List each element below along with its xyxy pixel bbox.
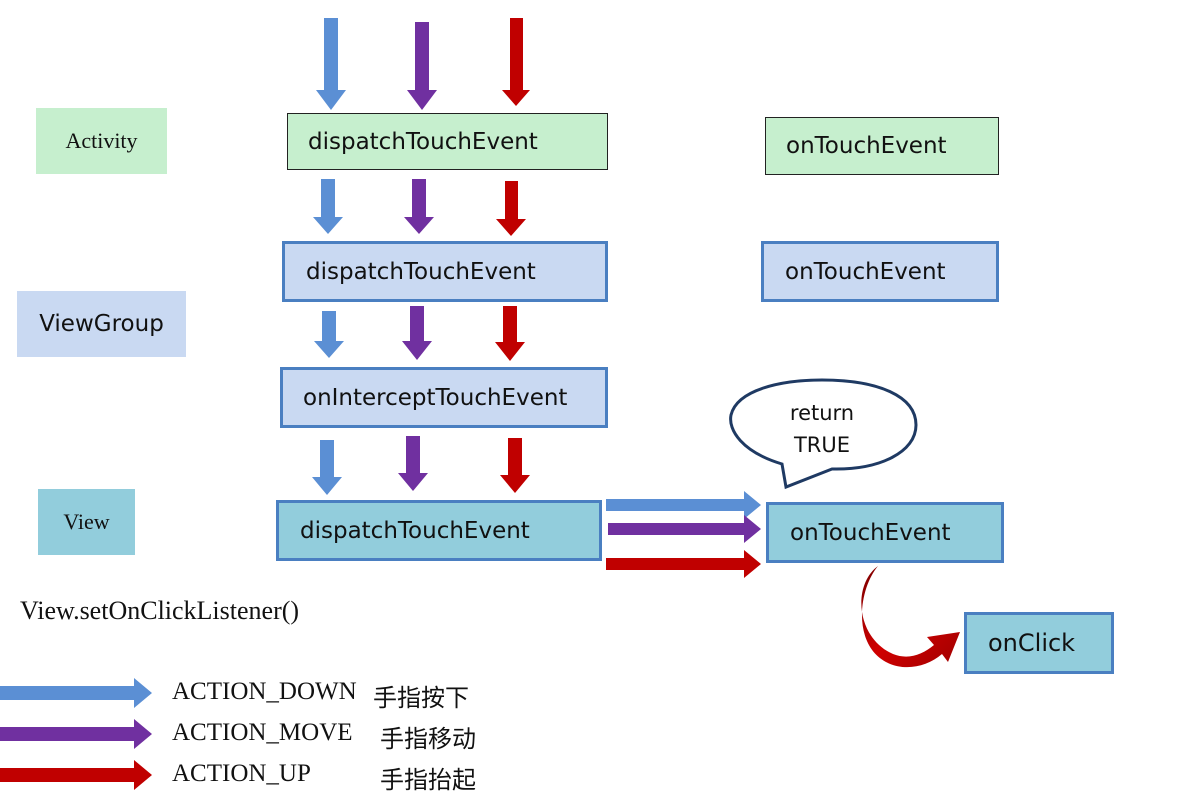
down-arrow-in-activity [316, 18, 346, 110]
bubble-line-2: TRUE [793, 433, 851, 457]
curved-arrow-to-onclick [861, 566, 960, 668]
activity-ontouch-box: onTouchEvent [765, 117, 999, 175]
legend-move-action: ACTION_MOVE [172, 719, 353, 746]
up-arrow-in-activity [502, 18, 530, 106]
viewgroup-intercept-text: onInterceptTouchEvent [303, 384, 568, 411]
move-arrow-activity-to-viewgroup [404, 179, 434, 234]
up-arrow-to-view-ontouch [606, 550, 761, 578]
activity-dispatch-box: dispatchTouchEvent [287, 113, 608, 170]
down-arrow-activity-to-viewgroup [313, 179, 343, 234]
up-arrow-activity-to-viewgroup [496, 181, 526, 236]
down-arrow-to-view-ontouch [606, 491, 761, 519]
activity-ontouch-text: onTouchEvent [786, 133, 947, 159]
down-arrow-intercept-to-view [312, 440, 342, 495]
legend-move-arrow [0, 719, 152, 749]
legend-down-arrow [0, 678, 152, 708]
view-dispatch-box: dispatchTouchEvent [276, 500, 602, 561]
move-arrow-dispatch-to-intercept [402, 306, 432, 360]
move-arrow-to-view-ontouch [608, 515, 761, 543]
view-dispatch-text: dispatchTouchEvent [300, 517, 530, 544]
onclick-text: onClick [988, 629, 1076, 657]
bubble-line-1: return [789, 401, 855, 425]
legend-down-action: ACTION_DOWN [172, 678, 357, 705]
legend-down-meaning: 手指按下 [373, 684, 469, 712]
view-ontouch-box: onTouchEvent [766, 502, 1004, 563]
move-arrow-intercept-to-view [398, 436, 428, 491]
return-true-bubble [729, 378, 918, 490]
view-ontouch-text: onTouchEvent [790, 519, 951, 546]
activity-layer-label: Activity [36, 108, 167, 174]
viewgroup-layer-text: ViewGroup [39, 311, 164, 337]
viewgroup-layer-label: ViewGroup [17, 291, 186, 357]
onclick-box: onClick [964, 612, 1114, 674]
down-arrow-dispatch-to-intercept [314, 311, 344, 358]
activity-dispatch-text: dispatchTouchEvent [308, 128, 538, 155]
bubble-text: return TRUE [760, 397, 884, 461]
activity-layer-text: Activity [65, 128, 138, 153]
viewgroup-dispatch-text: dispatchTouchEvent [306, 258, 536, 285]
legend-up-meaning: 手指抬起 [380, 766, 476, 794]
viewgroup-ontouch-box: onTouchEvent [761, 241, 999, 302]
click-listener-note: View.setOnClickListener() [20, 596, 300, 625]
viewgroup-intercept-box: onInterceptTouchEvent [280, 367, 608, 428]
legend-move-meaning: 手指移动 [380, 725, 476, 753]
up-arrow-dispatch-to-intercept [495, 306, 525, 361]
move-arrow-in-activity [407, 22, 437, 110]
up-arrow-intercept-to-view [500, 438, 530, 493]
view-layer-text: View [63, 509, 110, 534]
legend-up-action: ACTION_UP [172, 760, 311, 787]
viewgroup-ontouch-text: onTouchEvent [785, 258, 946, 285]
viewgroup-dispatch-box: dispatchTouchEvent [282, 241, 608, 302]
legend-up-arrow [0, 760, 152, 790]
view-layer-label: View [38, 489, 135, 555]
